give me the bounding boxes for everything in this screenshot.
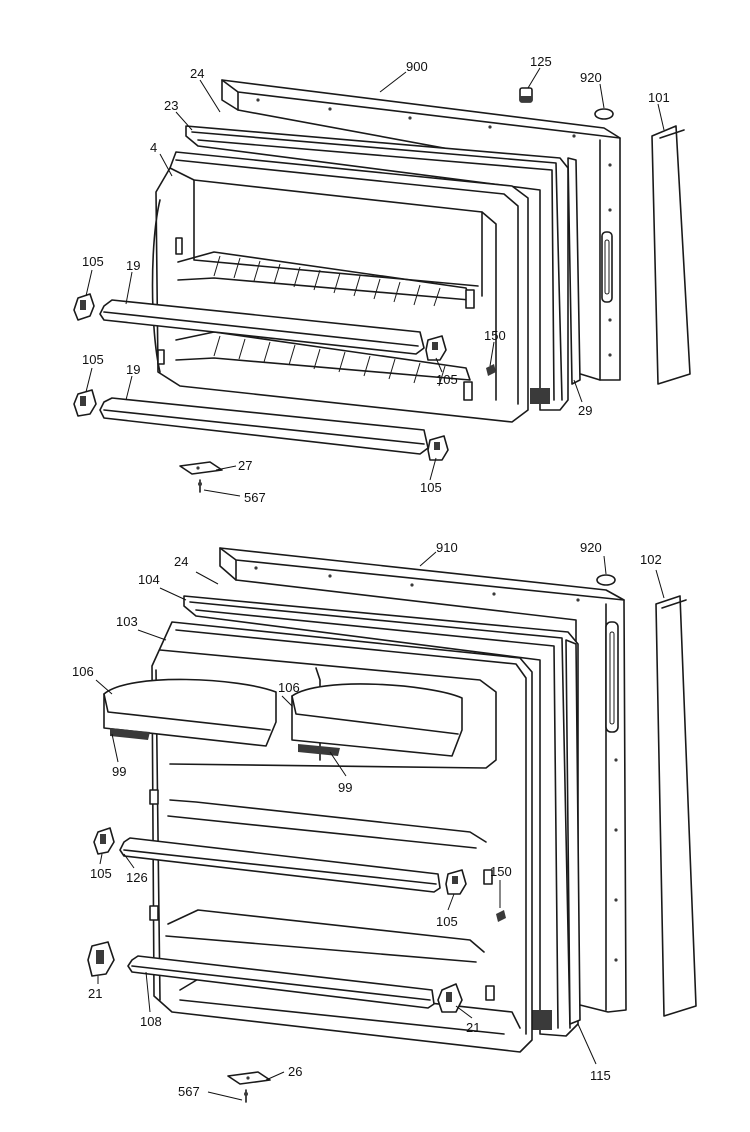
callout-29: 29 — [578, 403, 592, 418]
fresh-food-bracket-left-105 — [93, 827, 115, 855]
fresh-food-shelf-bar-lower — [127, 955, 435, 1009]
fresh-food-gasket — [183, 595, 579, 1037]
callout-23: 23 — [164, 98, 178, 113]
callout-115: 115 — [590, 1068, 611, 1083]
callout-105-lower-left: 105 — [82, 352, 104, 367]
callout-920-lower: 920 — [580, 540, 602, 555]
callout-105-upper-left: 105 — [82, 254, 104, 269]
dairy-bin-left — [103, 678, 277, 747]
freezer-hinge-cap — [594, 108, 614, 120]
callout-900: 900 — [406, 59, 428, 74]
callout-150-lower: 150 — [490, 864, 512, 879]
freezer-leader-lines — [85, 67, 665, 497]
callout-27: 27 — [238, 458, 252, 473]
freezer-handle — [651, 125, 691, 385]
freezer-hinge-plate — [179, 461, 223, 475]
callout-105-lower-right: 105 — [420, 480, 442, 495]
fresh-food-shelf-bar-upper — [119, 837, 441, 893]
callout-103: 103 — [116, 614, 138, 629]
fresh-food-screw — [496, 910, 506, 922]
callout-19-upper: 19 — [126, 258, 140, 273]
callout-108: 108 — [140, 1014, 162, 1029]
callout-102: 102 — [640, 552, 662, 567]
freezer-bracket-lower-right — [427, 435, 449, 461]
callout-21-left: 21 — [88, 986, 102, 1001]
callout-24: 24 — [190, 66, 204, 81]
fresh-food-door-assembly: 910 920 102 24 104 103 106 106 99 99 105… — [72, 540, 697, 1103]
callout-105-upper-right: 105 — [436, 372, 458, 387]
callout-104: 104 — [138, 572, 160, 587]
callout-106-right: 106 — [278, 680, 300, 695]
freezer-shelf-bar-lower — [99, 397, 429, 455]
fresh-food-bracket-left-21 — [87, 941, 115, 977]
callout-920: 920 — [580, 70, 602, 85]
fresh-food-handle — [655, 595, 697, 1017]
freezer-door-assembly: 900 125 920 101 24 23 4 105 19 105 19 15… — [73, 54, 691, 505]
fresh-food-leader-lines — [95, 551, 665, 1101]
fresh-food-hinge-plate — [227, 1071, 271, 1085]
callout-4: 4 — [150, 140, 157, 155]
freezer-trim-strip — [567, 157, 581, 385]
freezer-bracket-upper-left — [73, 293, 95, 321]
fresh-food-hinge-screw — [244, 1089, 248, 1103]
callout-105-left-lower: 105 — [90, 866, 112, 881]
callout-126: 126 — [126, 870, 148, 885]
callout-150: 150 — [484, 328, 506, 343]
callout-21-right: 21 — [466, 1020, 480, 1035]
freezer-shelf-bar-upper — [99, 299, 425, 355]
freezer-gasket — [185, 125, 569, 411]
callout-910: 910 — [436, 540, 458, 555]
callout-26: 26 — [288, 1064, 302, 1079]
callout-19-lower: 19 — [126, 362, 140, 377]
fresh-food-bracket-right-105 — [445, 869, 467, 895]
callout-99-right: 99 — [338, 780, 352, 795]
freezer-bracket-upper-right — [425, 335, 447, 361]
callout-105-right-lower: 105 — [436, 914, 458, 929]
freezer-screw — [486, 364, 496, 376]
fresh-food-hinge-cap — [596, 574, 616, 586]
freezer-bracket-lower-left — [73, 389, 97, 417]
callout-99-left: 99 — [112, 764, 126, 779]
callout-101: 101 — [648, 90, 670, 105]
callout-567: 567 — [244, 490, 266, 505]
dairy-bin-right — [291, 683, 463, 757]
freezer-plug-button — [519, 87, 533, 103]
callout-567-lower: 567 — [178, 1084, 200, 1099]
fresh-food-trim-strip — [565, 639, 581, 1025]
fresh-food-bracket-right-21 — [437, 983, 463, 1013]
callout-125: 125 — [530, 54, 552, 69]
callout-106-left: 106 — [72, 664, 94, 679]
callout-24-lower: 24 — [174, 554, 188, 569]
fresh-food-outer-door — [219, 547, 627, 1013]
freezer-door-liner — [151, 151, 529, 423]
freezer-hinge-screw — [198, 479, 202, 493]
